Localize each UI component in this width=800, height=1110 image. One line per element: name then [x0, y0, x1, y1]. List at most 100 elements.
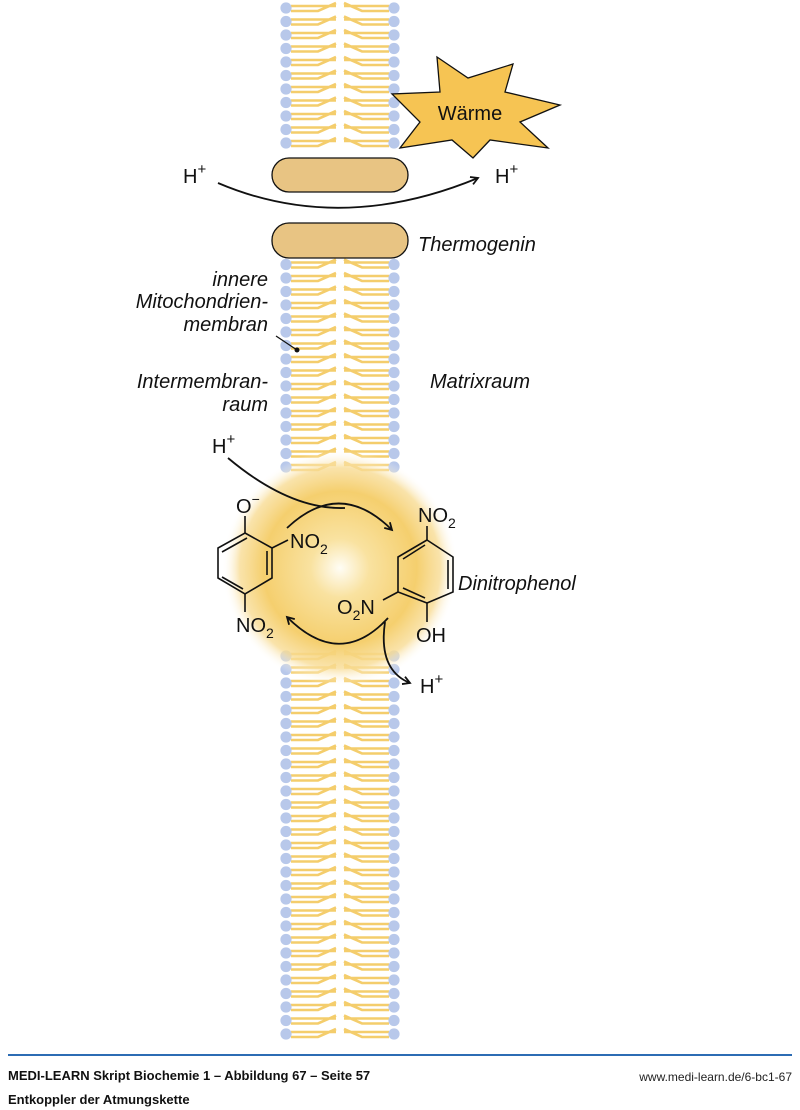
dnp-label: Dinitrophenol [458, 573, 576, 595]
lipid-pair [280, 987, 400, 1000]
lipid-head [280, 2, 292, 14]
lipid-head [388, 987, 400, 1000]
proton-uptake-arrow [227, 457, 346, 509]
lipid-head [388, 56, 400, 68]
lipid-head [280, 987, 292, 1000]
lipid-pair [280, 82, 400, 95]
lipid-head [388, 312, 400, 325]
lipid-head [280, 29, 292, 41]
lipid-head [388, 285, 400, 298]
lipid-pair [280, 1027, 400, 1040]
heat-star-icon [390, 55, 563, 159]
lipid-head [388, 299, 400, 311]
lipid-pair [280, 433, 400, 446]
lipid-head [280, 56, 292, 68]
figure-caption: Entkoppler der Atmungskette [8, 1092, 190, 1107]
lipid-pair [280, 1014, 400, 1027]
hydroxyl-label: OH [416, 625, 446, 647]
lipid-pair [280, 42, 400, 55]
lipid-pair [280, 339, 400, 352]
lipid-pair [280, 366, 400, 379]
lipid-pair [280, 946, 400, 959]
lipid-head [280, 1014, 292, 1027]
nitro-label-4: O2N [337, 597, 375, 623]
lipid-head [388, 960, 400, 973]
lipid-head [388, 852, 400, 865]
lipid-head [280, 434, 292, 446]
lipid-head [388, 15, 400, 28]
lipid-head [280, 110, 292, 122]
footer-url[interactable]: www.medi-learn.de/6-bc1-67 [639, 1070, 792, 1084]
lipid-pair [280, 1, 400, 14]
lipid-head [388, 2, 400, 14]
lipid-pair [280, 325, 400, 338]
lipid-head [388, 326, 400, 338]
lipid-head [280, 852, 292, 865]
lipid-head [280, 1001, 292, 1013]
protonation-arrow [286, 502, 394, 532]
footer-rule [8, 1054, 792, 1056]
lipid-head [280, 839, 292, 851]
lipid-head [388, 83, 400, 95]
lipid-head [280, 69, 292, 82]
lipid-head [388, 717, 400, 730]
lipid-head [388, 434, 400, 446]
lipid-head [280, 137, 292, 149]
lipid-head [388, 272, 400, 284]
lipid-pair [280, 690, 400, 703]
intermembrane-label-2: raum [222, 394, 268, 416]
lipid-head [388, 420, 400, 433]
lipid-head [388, 339, 400, 352]
lipid-pair [280, 136, 400, 149]
lipid-head [280, 785, 292, 797]
lipid-pair [280, 771, 400, 784]
lipid-head [388, 974, 400, 986]
lipid-head [280, 758, 292, 770]
lipid-head [388, 407, 400, 419]
phenolate-oxygen-label: O− [236, 491, 260, 518]
lipid-head [280, 920, 292, 932]
lipid-head [388, 839, 400, 851]
lipid-head [388, 1014, 400, 1027]
lipid-pair [280, 973, 400, 986]
lipid-head [280, 96, 292, 109]
lipid-pair [280, 933, 400, 946]
lipid-head [280, 272, 292, 284]
lipid-pair [280, 352, 400, 365]
nitro-label-2: NO2 [236, 615, 274, 641]
lipid-head [388, 29, 400, 41]
lipid-pair [280, 285, 400, 298]
lipid-head [280, 339, 292, 352]
lipid-head [388, 353, 400, 365]
lipid-pair [280, 298, 400, 311]
lipid-head [280, 744, 292, 757]
lipid-head [388, 771, 400, 784]
lipid-head [388, 758, 400, 770]
proton-label-right: H+ [495, 161, 518, 188]
lipid-pair [280, 798, 400, 811]
intermembrane-label-1: Intermembran- [137, 371, 268, 393]
lipid-head [388, 744, 400, 757]
lipid-head [280, 677, 292, 689]
lipid-pair [280, 744, 400, 757]
lipid-head [280, 947, 292, 959]
proton-label-left: H+ [183, 161, 206, 188]
lipid-head [280, 893, 292, 905]
lipid-head [388, 785, 400, 797]
lipid-head [388, 947, 400, 959]
membrane-leader-dot [294, 347, 300, 353]
lipid-head [388, 920, 400, 932]
lipid-head [280, 420, 292, 433]
lipid-head [280, 83, 292, 95]
lipid-head [388, 825, 400, 838]
membrane-label-3: membran [184, 314, 268, 336]
lipid-pair [280, 312, 400, 325]
lipid-head [388, 677, 400, 689]
lipid-head [280, 798, 292, 811]
membrane-leader-line [275, 335, 298, 351]
lipid-pair [280, 447, 400, 460]
lipid-head [388, 366, 400, 379]
lipid-head [280, 285, 292, 298]
lipid-head [280, 407, 292, 419]
